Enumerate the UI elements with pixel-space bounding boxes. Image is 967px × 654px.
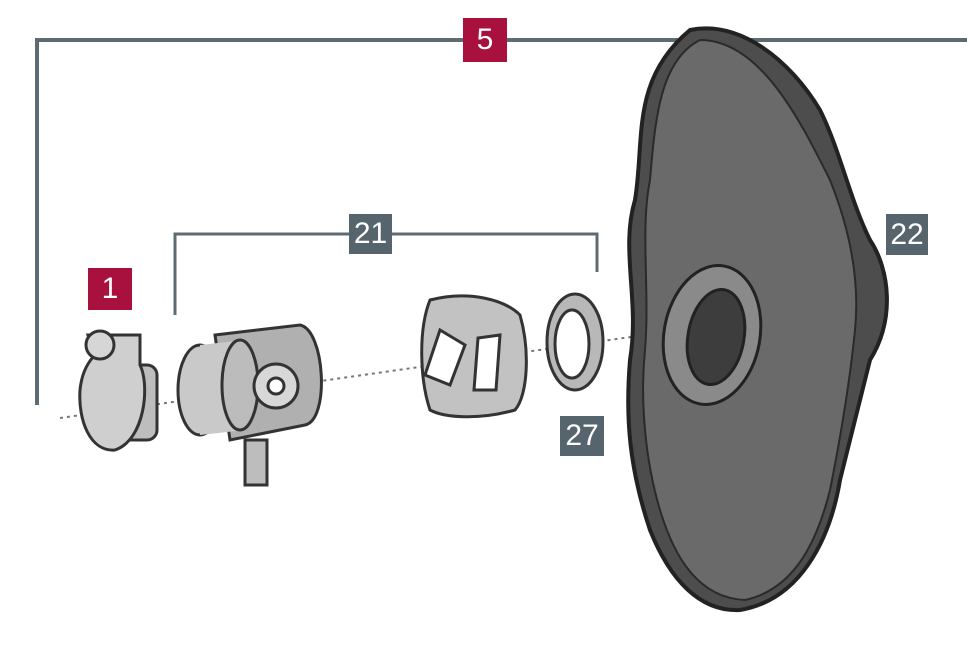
assembly-bracket — [35, 38, 967, 405]
callout-bag: 22 — [886, 214, 928, 255]
callout-assembly: 5 — [463, 18, 507, 62]
callout-cap: 1 — [88, 268, 132, 310]
cap-part — [78, 329, 159, 452]
ring-part — [545, 292, 605, 392]
bag-part — [626, 26, 889, 613]
cone-part — [420, 294, 528, 419]
callout-valve-group: 21 — [349, 214, 392, 254]
callout-ring: 27 — [560, 416, 604, 456]
valve-part — [176, 323, 323, 487]
